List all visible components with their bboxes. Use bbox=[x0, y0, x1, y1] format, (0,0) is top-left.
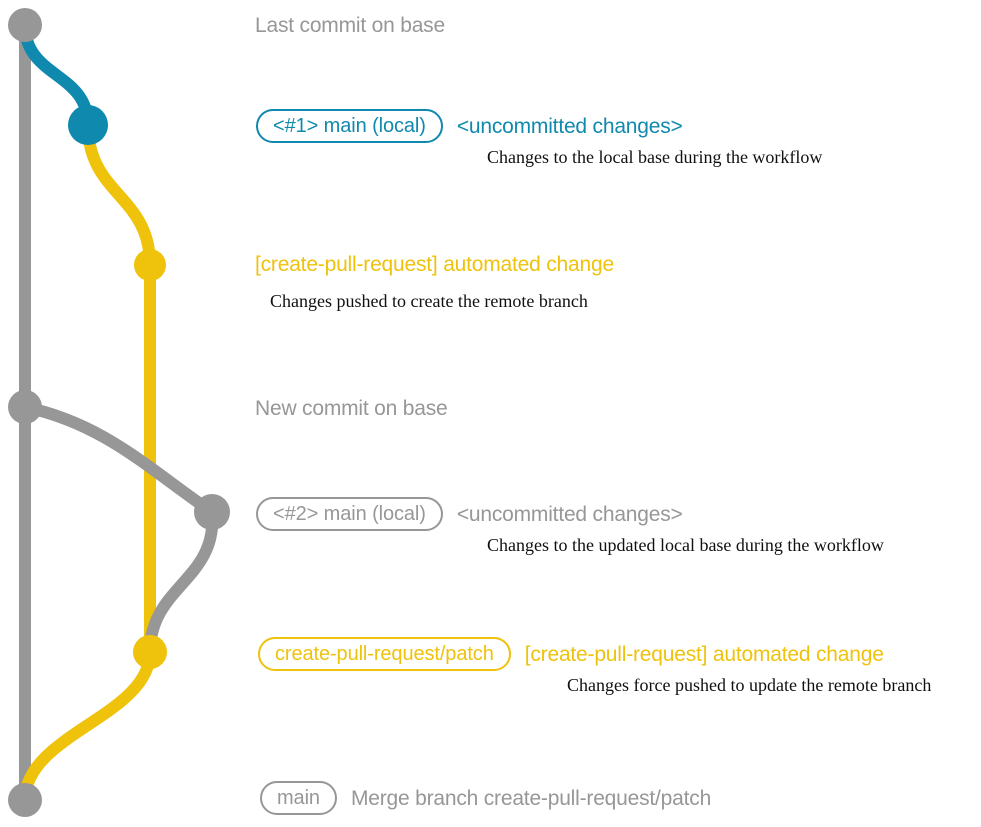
ref-badge-local-1[interactable]: <#1> main (local) bbox=[256, 109, 443, 143]
commit-note: Changes to the updated local base during… bbox=[487, 535, 884, 555]
commit-node-base-new[interactable] bbox=[8, 390, 42, 424]
commit-row-last-commit-on-base: Last commit on base bbox=[0, 15, 981, 36]
commit-subject: [create-pull-request] automated change bbox=[524, 642, 884, 666]
commit-row-remote-automated-change-1: [create-pull-request] automated change bbox=[0, 254, 981, 275]
commit-row-main: Last commit on base bbox=[0, 15, 981, 36]
ref-badge-main[interactable]: main bbox=[260, 781, 337, 815]
commit-row-main: <#2> main (local) <uncommitted changes> bbox=[0, 497, 981, 531]
commit-row-main: New commit on base bbox=[0, 398, 981, 419]
commit-subject: [create-pull-request] automated change bbox=[255, 253, 614, 276]
commit-row-merge-commit: main Merge branch create-pull-request/pa… bbox=[0, 781, 981, 815]
commit-subject: <uncommitted changes> bbox=[456, 502, 683, 526]
commit-note: Changes force pushed to update the remot… bbox=[567, 675, 932, 695]
edge-remote2-to-merge bbox=[19, 646, 156, 806]
commit-subject: New commit on base bbox=[255, 397, 448, 420]
commit-row-main: main Merge branch create-pull-request/pa… bbox=[0, 781, 981, 815]
commit-subject: Last commit on base bbox=[255, 14, 445, 37]
commit-subject: Merge branch create-pull-request/patch bbox=[350, 786, 712, 810]
commit-node-remote-2[interactable] bbox=[133, 635, 167, 669]
commit-row-local-uncommitted-2: <#2> main (local) <uncommitted changes> bbox=[0, 497, 981, 531]
commit-note: Changes to the local base during the wor… bbox=[487, 147, 823, 167]
commit-node-base-last[interactable] bbox=[8, 8, 42, 42]
commit-row-local-uncommitted-1: <#1> main (local) <uncommitted changes> bbox=[0, 109, 981, 143]
commit-node-remote-1[interactable] bbox=[134, 249, 166, 281]
commit-subject: <uncommitted changes> bbox=[456, 114, 683, 138]
commit-node-local-2[interactable] bbox=[194, 494, 230, 530]
commit-node-base-merge[interactable] bbox=[8, 783, 42, 817]
edge-local2-to-remote2 bbox=[144, 506, 219, 658]
commit-row-new-commit-on-base: New commit on base bbox=[0, 398, 981, 419]
commit-row-remote-automated-change-2: create-pull-request/patch [create-pull-r… bbox=[0, 637, 981, 671]
commit-row-main: [create-pull-request] automated change bbox=[0, 254, 981, 275]
commit-nodes bbox=[8, 8, 230, 817]
edge-basenew-to-local2 bbox=[19, 401, 218, 518]
ref-badge-local-2[interactable]: <#2> main (local) bbox=[256, 497, 443, 531]
ref-badge-create-pull-request-patch[interactable]: create-pull-request/patch bbox=[258, 637, 511, 671]
edge-local1-to-remote1 bbox=[82, 119, 156, 271]
commit-node-local-1[interactable] bbox=[68, 105, 108, 145]
commit-note: Changes pushed to create the remote bran… bbox=[270, 291, 588, 311]
commit-row-main: <#1> main (local) <uncommitted changes> bbox=[0, 109, 981, 143]
commit-row-main: create-pull-request/patch [create-pull-r… bbox=[0, 637, 981, 671]
